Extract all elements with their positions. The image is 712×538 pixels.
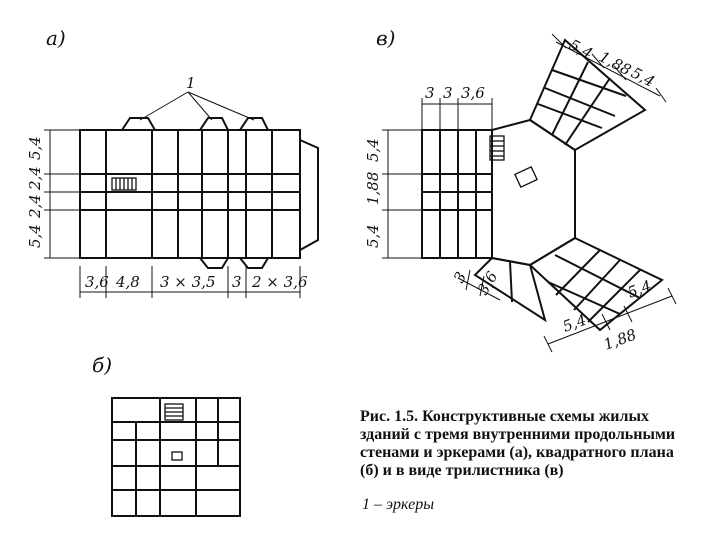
plan-a: а) 1 — [26, 26, 319, 298]
stairs-v — [489, 135, 505, 161]
figure-legend: 1 – эркеры — [362, 496, 435, 513]
wing-bottom — [473, 256, 547, 323]
dim-a-left-1: 5,4 — [26, 136, 44, 160]
dim-v-ur-2: 1,88 — [596, 48, 634, 80]
dim-a-bottom — [79, 266, 301, 298]
dim-v-upper-right — [551, 33, 667, 103]
dim-a-bottom-1: 3,6 — [85, 273, 109, 291]
bay-window-5 — [237, 257, 270, 269]
dim-v-ur-3: 5,4 — [628, 64, 658, 91]
plan-b: б) — [92, 353, 241, 517]
elevator-b — [171, 451, 183, 461]
dim-v-left-1: 5,4 — [364, 138, 382, 162]
bay-window-1 — [120, 117, 157, 131]
plan-a-outline — [79, 129, 301, 259]
dim-v-small — [457, 269, 501, 301]
dim-v-top-2: 3 — [443, 84, 453, 102]
wing-left — [421, 129, 493, 259]
dim-v-lr-3: 1,88 — [601, 325, 639, 353]
label-b: б) — [92, 353, 112, 377]
bay-window-3 — [238, 117, 270, 131]
dim-v-left-2: 1,88 — [364, 172, 382, 205]
label-v: в) — [376, 26, 395, 50]
dim-v-ur-1: 5,4 — [566, 36, 596, 63]
wing-upper-right — [528, 38, 647, 152]
elevator-v — [514, 165, 538, 189]
dim-a-left-4: 5,4 — [26, 224, 44, 248]
plan-b-outline — [111, 397, 241, 517]
dim-v-top-1: 3 — [425, 84, 435, 102]
plan-v: в) — [364, 26, 677, 354]
dim-a-left — [44, 129, 80, 259]
dim-a-bottom-3: 3 × 3,5 — [160, 273, 216, 291]
label-a: а) — [46, 26, 66, 50]
dim-v-left-3: 5,4 — [364, 224, 382, 248]
dim-a-left-3: 2,4 — [26, 194, 44, 219]
dim-v-top — [421, 98, 493, 130]
wing-lower-right — [528, 236, 664, 332]
dim-a-bottom-4: 3 — [232, 273, 242, 291]
bay-window-2 — [198, 117, 230, 131]
stairs-b — [164, 403, 184, 421]
figure-caption: Рис. 1.5. Конструктивные схемы жилых зда… — [360, 408, 676, 479]
dim-a-left-2: 2,4 — [26, 166, 44, 191]
dim-a-bottom-2: 4,8 — [115, 273, 140, 291]
stairs-a — [111, 177, 137, 191]
plan-a-end-bay — [299, 138, 319, 252]
dim-v-left — [382, 129, 422, 259]
dim-v-lower-right — [543, 287, 677, 353]
callout-leaders — [139, 91, 255, 121]
dim-a-bottom-5: 2 × 3,6 — [251, 273, 308, 291]
bay-window-4 — [197, 257, 230, 269]
dim-v-top-3: 3,6 — [461, 84, 485, 102]
callout-1: 1 — [186, 74, 196, 92]
